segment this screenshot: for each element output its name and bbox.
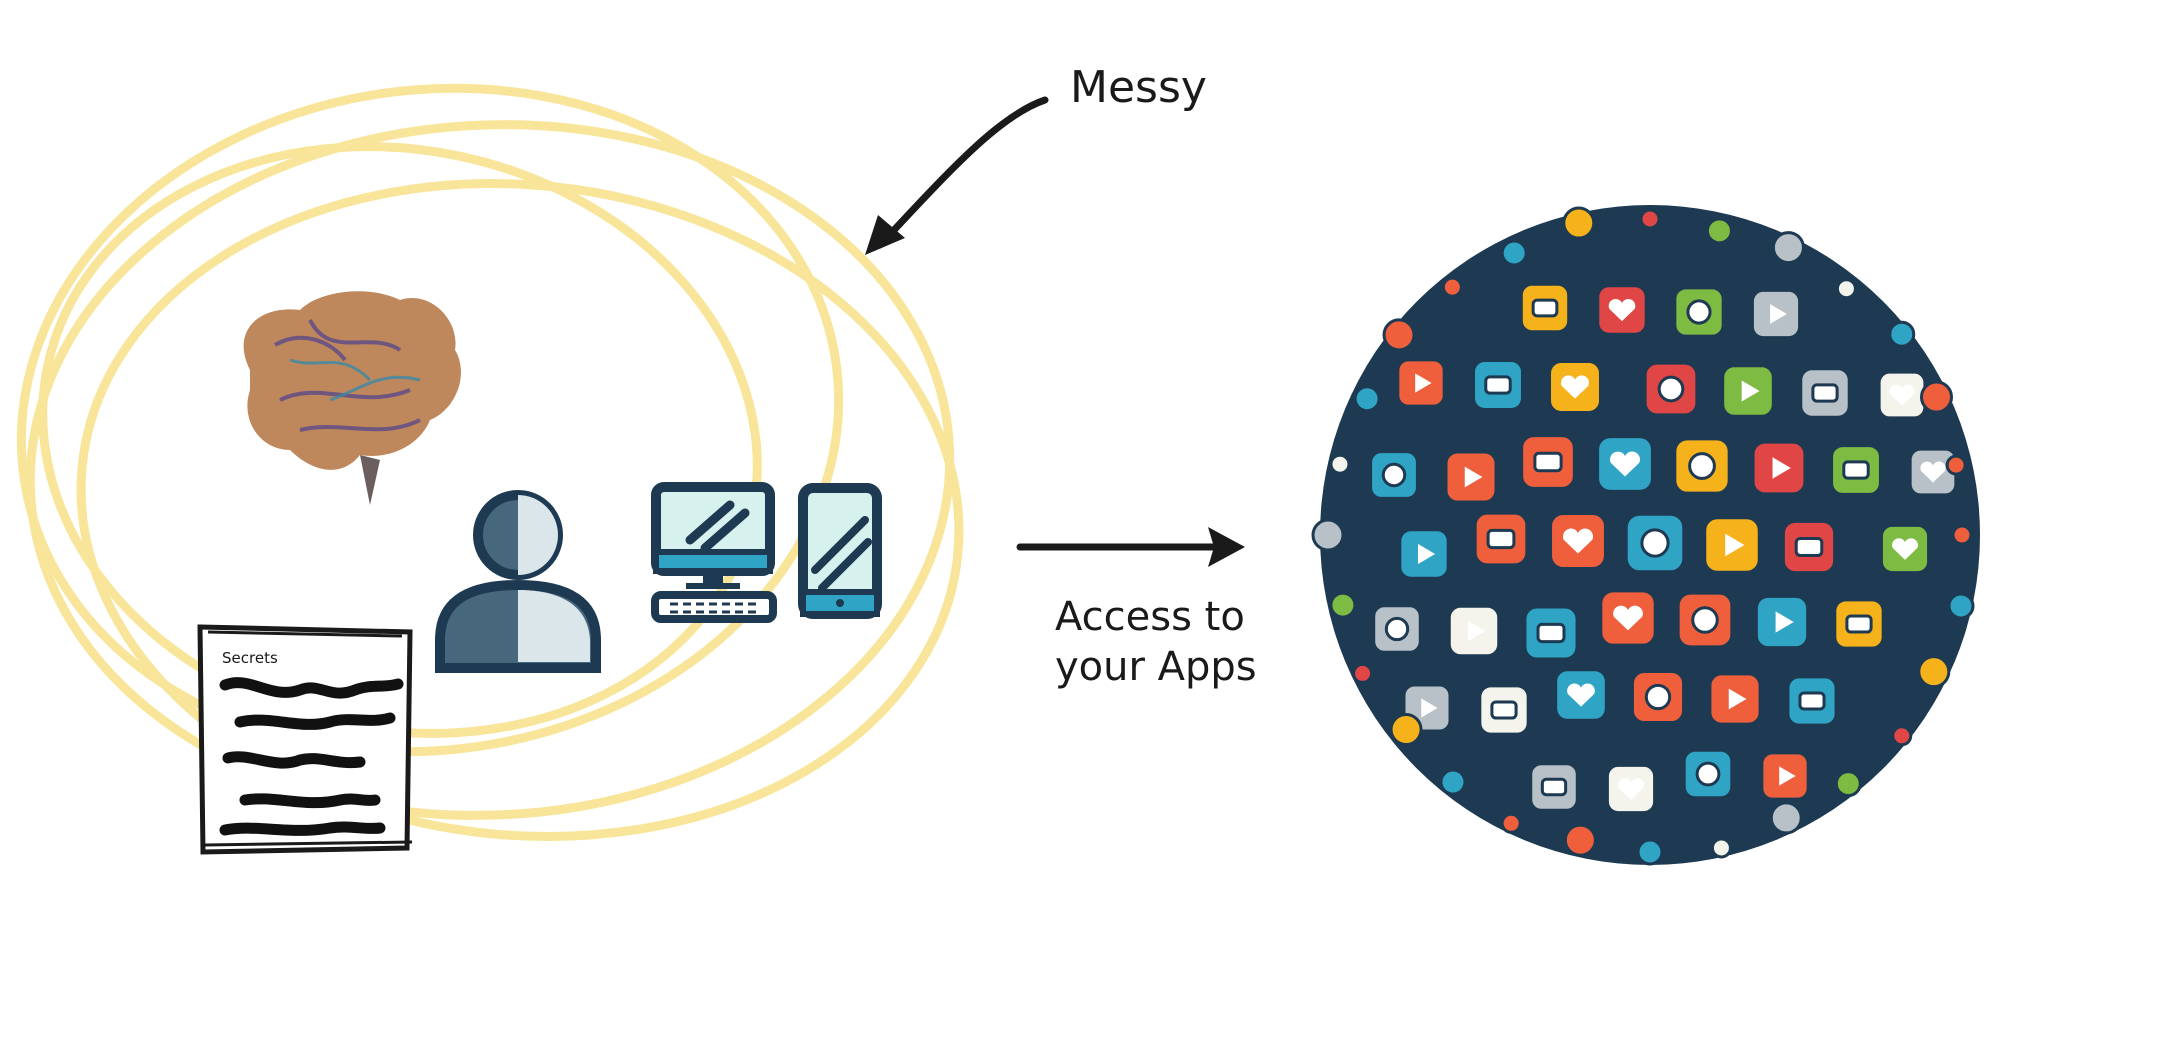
app-dot — [1329, 591, 1357, 619]
app-dot — [1920, 380, 1954, 414]
app-icon — [1394, 356, 1448, 410]
person-icon — [435, 490, 601, 673]
app-dot — [1947, 592, 1975, 620]
app-icons-cluster — [1311, 205, 1980, 866]
app-icon — [1752, 592, 1812, 652]
app-icon — [1748, 286, 1804, 342]
app-icon — [1552, 666, 1610, 724]
secrets-label: Secrets — [222, 649, 278, 667]
app-dot — [1439, 768, 1467, 796]
app-icon — [1396, 526, 1452, 582]
app-dot — [1389, 713, 1423, 747]
app-icon — [1797, 365, 1853, 421]
access-label-line2: your Apps — [1055, 644, 1257, 690]
app-icon — [1527, 760, 1581, 814]
app-dot — [1891, 725, 1913, 747]
app-dot — [1951, 524, 1973, 546]
app-dot — [1500, 239, 1528, 267]
app-icon — [1442, 448, 1500, 506]
app-icon — [1471, 509, 1531, 569]
app-icon — [1701, 514, 1763, 576]
messy-loops — [16, 83, 964, 841]
app-icon — [1749, 438, 1809, 498]
app-icon — [1779, 517, 1839, 577]
app-icon — [1706, 670, 1764, 728]
app-icon — [1875, 368, 1929, 422]
desktop-computer-icon — [651, 482, 777, 623]
app-dot — [1382, 318, 1416, 352]
app-icon — [1594, 282, 1650, 338]
app-icon — [1445, 602, 1503, 660]
app-icon — [1367, 448, 1421, 502]
app-dot — [1329, 453, 1351, 475]
app-dot — [1352, 662, 1374, 684]
app-icon — [1671, 284, 1727, 340]
app-icon — [1546, 358, 1604, 416]
app-icon — [1470, 357, 1526, 413]
secrets-document-icon: Secrets — [197, 624, 413, 855]
mobile-phone-icon — [798, 483, 882, 619]
app-dot — [1353, 385, 1381, 413]
app-icon — [1597, 587, 1659, 649]
tangled-brain-icon — [243, 291, 461, 505]
messy-label: Messy — [1070, 62, 1207, 113]
access-arrowhead — [1208, 527, 1245, 567]
access-label-line1: Access to — [1055, 594, 1245, 640]
app-icon — [1547, 510, 1609, 572]
app-dot — [1710, 837, 1732, 859]
app-icon — [1671, 435, 1733, 497]
app-icon — [1877, 521, 1933, 577]
app-dot — [1563, 823, 1597, 857]
app-dot — [1441, 276, 1463, 298]
app-icon — [1603, 761, 1659, 817]
app-dot — [1771, 231, 1805, 265]
app-icon — [1641, 359, 1701, 419]
app-icon — [1622, 510, 1688, 576]
app-dot — [1636, 838, 1664, 866]
app-icon — [1594, 433, 1656, 495]
app-icon — [1521, 603, 1581, 663]
messy-arrow — [876, 96, 1049, 249]
app-dot — [1500, 812, 1522, 834]
app-icon — [1719, 362, 1777, 420]
app-dot — [1311, 518, 1345, 552]
app-icon — [1828, 442, 1884, 498]
app-dot — [1917, 655, 1951, 689]
app-icon — [1758, 749, 1812, 803]
app-icon — [1476, 682, 1532, 738]
app-dot — [1639, 208, 1661, 230]
app-dot — [1835, 278, 1857, 300]
app-dot — [1945, 454, 1967, 476]
app-icon — [1784, 673, 1840, 729]
app-dot — [1888, 320, 1916, 348]
app-icon — [1370, 602, 1424, 656]
app-icon — [1831, 596, 1887, 652]
app-dot — [1562, 206, 1596, 240]
app-dot — [1705, 217, 1733, 245]
app-icon — [1517, 280, 1573, 336]
app-dot — [1834, 770, 1862, 798]
app-icon — [1628, 667, 1688, 727]
app-dot — [1769, 801, 1803, 835]
app-icon — [1680, 746, 1736, 802]
app-icon — [1518, 432, 1578, 492]
messy-arrowhead — [865, 215, 905, 255]
app-icon — [1674, 589, 1736, 651]
